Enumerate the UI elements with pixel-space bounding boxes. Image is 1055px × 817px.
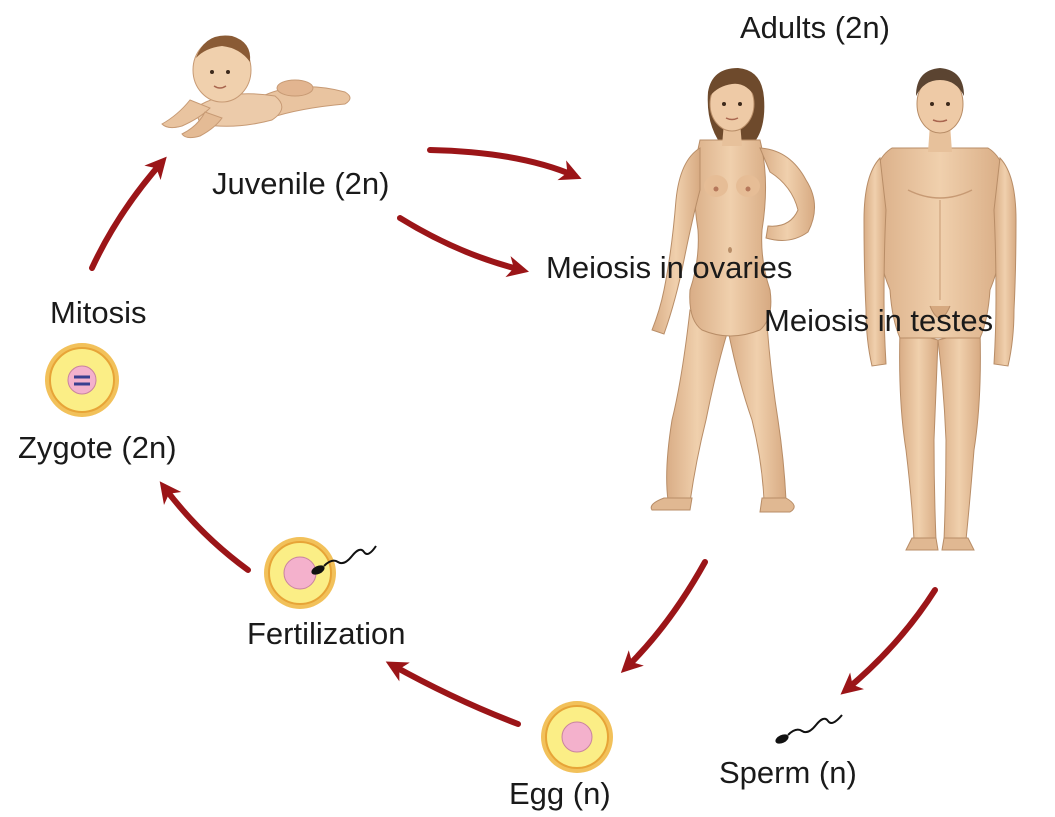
egg-cell-icon <box>541 701 613 773</box>
meiosis-ovaries-label: Meiosis in ovaries <box>546 252 792 283</box>
arrow-female-to-egg <box>626 562 705 668</box>
juvenile-label: Juvenile (2n) <box>212 168 389 199</box>
arrow-male-to-sperm <box>846 590 935 690</box>
zygote-label: Zygote (2n) <box>18 432 177 463</box>
baby-illustration <box>162 35 350 137</box>
mitosis-label: Mitosis <box>50 297 146 328</box>
zygote-cell-icon <box>45 343 119 417</box>
adults-label: Adults (2n) <box>740 12 890 43</box>
fertilization-label: Fertilization <box>247 618 406 649</box>
fertilization-cell-icon <box>264 537 376 609</box>
sperm-icon <box>774 715 842 746</box>
female-adult-illustration <box>651 68 814 512</box>
arrow-mitosis-to-juvenile <box>92 162 162 268</box>
meiosis-testes-label: Meiosis in testes <box>764 305 993 336</box>
arrow-fertilization-to-zygote <box>164 487 248 570</box>
egg-label: Egg (n) <box>509 778 611 809</box>
sperm-label: Sperm (n) <box>719 757 857 788</box>
arrow-egg-to-fertilization <box>392 665 518 724</box>
cycle-arrows <box>92 150 935 724</box>
arrow-juvenile-to-meiosis <box>400 218 522 270</box>
arrow-juvenile-to-adults <box>430 150 575 176</box>
